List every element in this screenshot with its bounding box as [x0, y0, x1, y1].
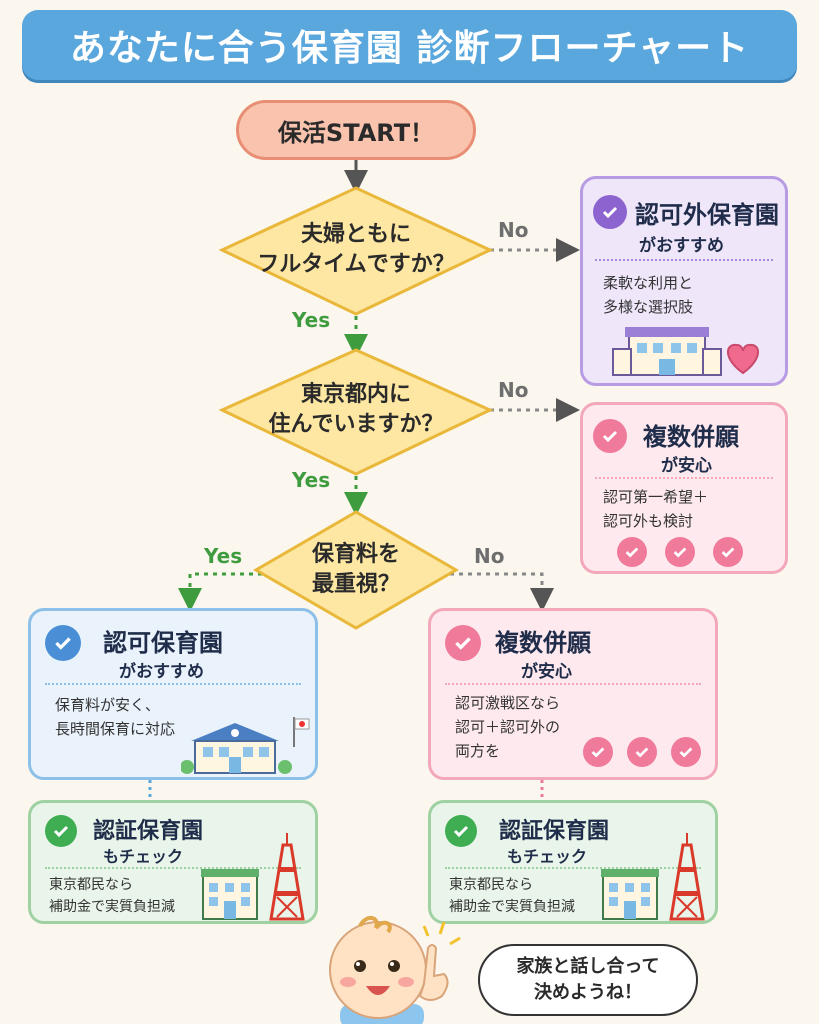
card-fukusu-center-title: 複数併願 — [495, 629, 591, 657]
divider — [445, 867, 701, 869]
divider — [445, 683, 701, 685]
card-ninsho-left: 認証保育園 もチェック 東京都民なら 補助金で実質負担減 — [28, 800, 318, 924]
question-diamond-3 — [253, 510, 459, 630]
card-ninka-title: 認可保育園 — [103, 629, 223, 657]
card-ninkagai-title: 認可外保育園 — [635, 201, 779, 229]
question-2-line2: 住んでいますか？ — [268, 412, 444, 437]
card-fukusu-center: 複数併願 が安心 認可激戦区なら 認可＋認可外の 両方を — [428, 608, 718, 780]
question-1-line2: フルタイムですか？ — [257, 252, 455, 277]
bubble-line-1: 家族と話し合って — [516, 956, 660, 977]
question-3-line1: 保育料を — [311, 542, 400, 567]
yes-label-3: Yes — [204, 544, 243, 568]
card-ninsho-right-desc-2: 補助金で実質負担減 — [449, 899, 575, 915]
card-ninkagai-desc-2: 多様な選択肢 — [603, 298, 694, 316]
card-ninsho-left-title: 認証保育園 — [93, 819, 204, 844]
check-circle-icon — [583, 737, 613, 767]
card-ninsho-right-desc-1: 東京都民なら — [449, 877, 533, 893]
question-1-line1: 夫婦ともに — [300, 222, 411, 247]
card-ninsho-right-subtitle: もチェック — [507, 847, 588, 866]
divider — [595, 477, 773, 479]
card-fukusu-center-desc-2: 認可＋認可外の — [455, 718, 561, 736]
check-circle-icon — [445, 625, 481, 661]
yes-label-1: Yes — [292, 308, 331, 332]
check-circle-icon — [617, 537, 647, 567]
card-fukusu-right-desc-1: 認可第一希望＋ — [603, 488, 709, 506]
check-circle-icon — [45, 625, 81, 661]
card-ninka: 認可保育園 がおすすめ 保育料が安く、 長時間保育に対応 — [28, 608, 318, 780]
question-1: 夫婦ともに フルタイムですか？ — [236, 218, 476, 282]
question-2-line1: 東京都内に — [300, 382, 411, 407]
card-ninkagai: 認可外保育園 がおすすめ 柔軟な利用と 多様な選択肢 — [580, 176, 788, 386]
card-fukusu-right-desc-2: 認可外も検討 — [603, 512, 694, 530]
card-ninsho-right-title: 認証保育園 — [499, 819, 610, 844]
card-ninsho-right: 認証保育園 もチェック 東京都民なら 補助金で実質負担減 — [428, 800, 718, 924]
no-label-1: No — [498, 218, 529, 242]
title-banner: あなたに合う保育園 診断フローチャート — [22, 10, 797, 80]
card-ninka-desc-1: 保育料が安く、 — [55, 696, 161, 714]
question-2: 東京都内に 住んでいますか？ — [236, 378, 476, 442]
tokyo-tower-icon — [601, 833, 705, 921]
check-circle-icon — [713, 537, 743, 567]
page-title: あなたに合う保育園 診断フローチャート — [69, 28, 750, 69]
question-3-line2: 最重視？ — [311, 572, 400, 597]
card-ninkagai-subtitle: がおすすめ — [639, 236, 724, 256]
card-fukusu-center-desc-3: 両方を — [455, 742, 501, 760]
card-ninka-subtitle: がおすすめ — [119, 662, 204, 682]
card-ninsho-left-subtitle: もチェック — [103, 847, 184, 866]
speech-bubble: 家族と話し合って 決めようね！ — [478, 944, 698, 1016]
check-circle-icon — [593, 195, 627, 229]
card-ninkagai-desc-1: 柔軟な利用と — [603, 274, 694, 292]
card-fukusu-center-desc-1: 認可激戦区なら — [455, 694, 561, 712]
divider — [595, 259, 773, 261]
card-ninsho-left-desc-2: 補助金で実質負担減 — [49, 899, 175, 915]
check-circle-icon — [671, 737, 701, 767]
yes-label-2: Yes — [292, 468, 331, 492]
question-diamond-1 — [218, 186, 494, 316]
nursery-building-icon — [612, 327, 759, 376]
question-diamond-2 — [218, 348, 494, 476]
card-fukusu-center-subtitle: が安心 — [521, 662, 572, 682]
school-building-icon — [181, 717, 310, 774]
divider — [45, 683, 301, 685]
card-ninsho-left-desc-1: 東京都民なら — [49, 877, 133, 893]
baby-character-icon — [329, 916, 461, 1024]
check-circle-icon — [445, 815, 477, 847]
no-label-3: No — [474, 544, 505, 568]
question-3: 保育料を 最重視？ — [276, 538, 436, 602]
tokyo-tower-icon — [201, 833, 305, 921]
no-label-2: No — [498, 378, 529, 402]
bubble-line-2: 決めようね！ — [534, 982, 642, 1003]
divider — [45, 867, 301, 869]
check-circle-icon — [593, 419, 627, 453]
check-circle-icon — [627, 737, 657, 767]
start-node: 保活START！ — [236, 100, 476, 160]
check-circle-icon — [665, 537, 695, 567]
check-circle-icon — [45, 815, 77, 847]
card-fukusu-right: 複数併願 が安心 認可第一希望＋ 認可外も検討 — [580, 402, 788, 574]
card-fukusu-right-subtitle: が安心 — [661, 456, 712, 476]
card-fukusu-right-title: 複数併願 — [643, 423, 739, 451]
card-ninka-desc-2: 長時間保育に対応 — [55, 720, 176, 738]
